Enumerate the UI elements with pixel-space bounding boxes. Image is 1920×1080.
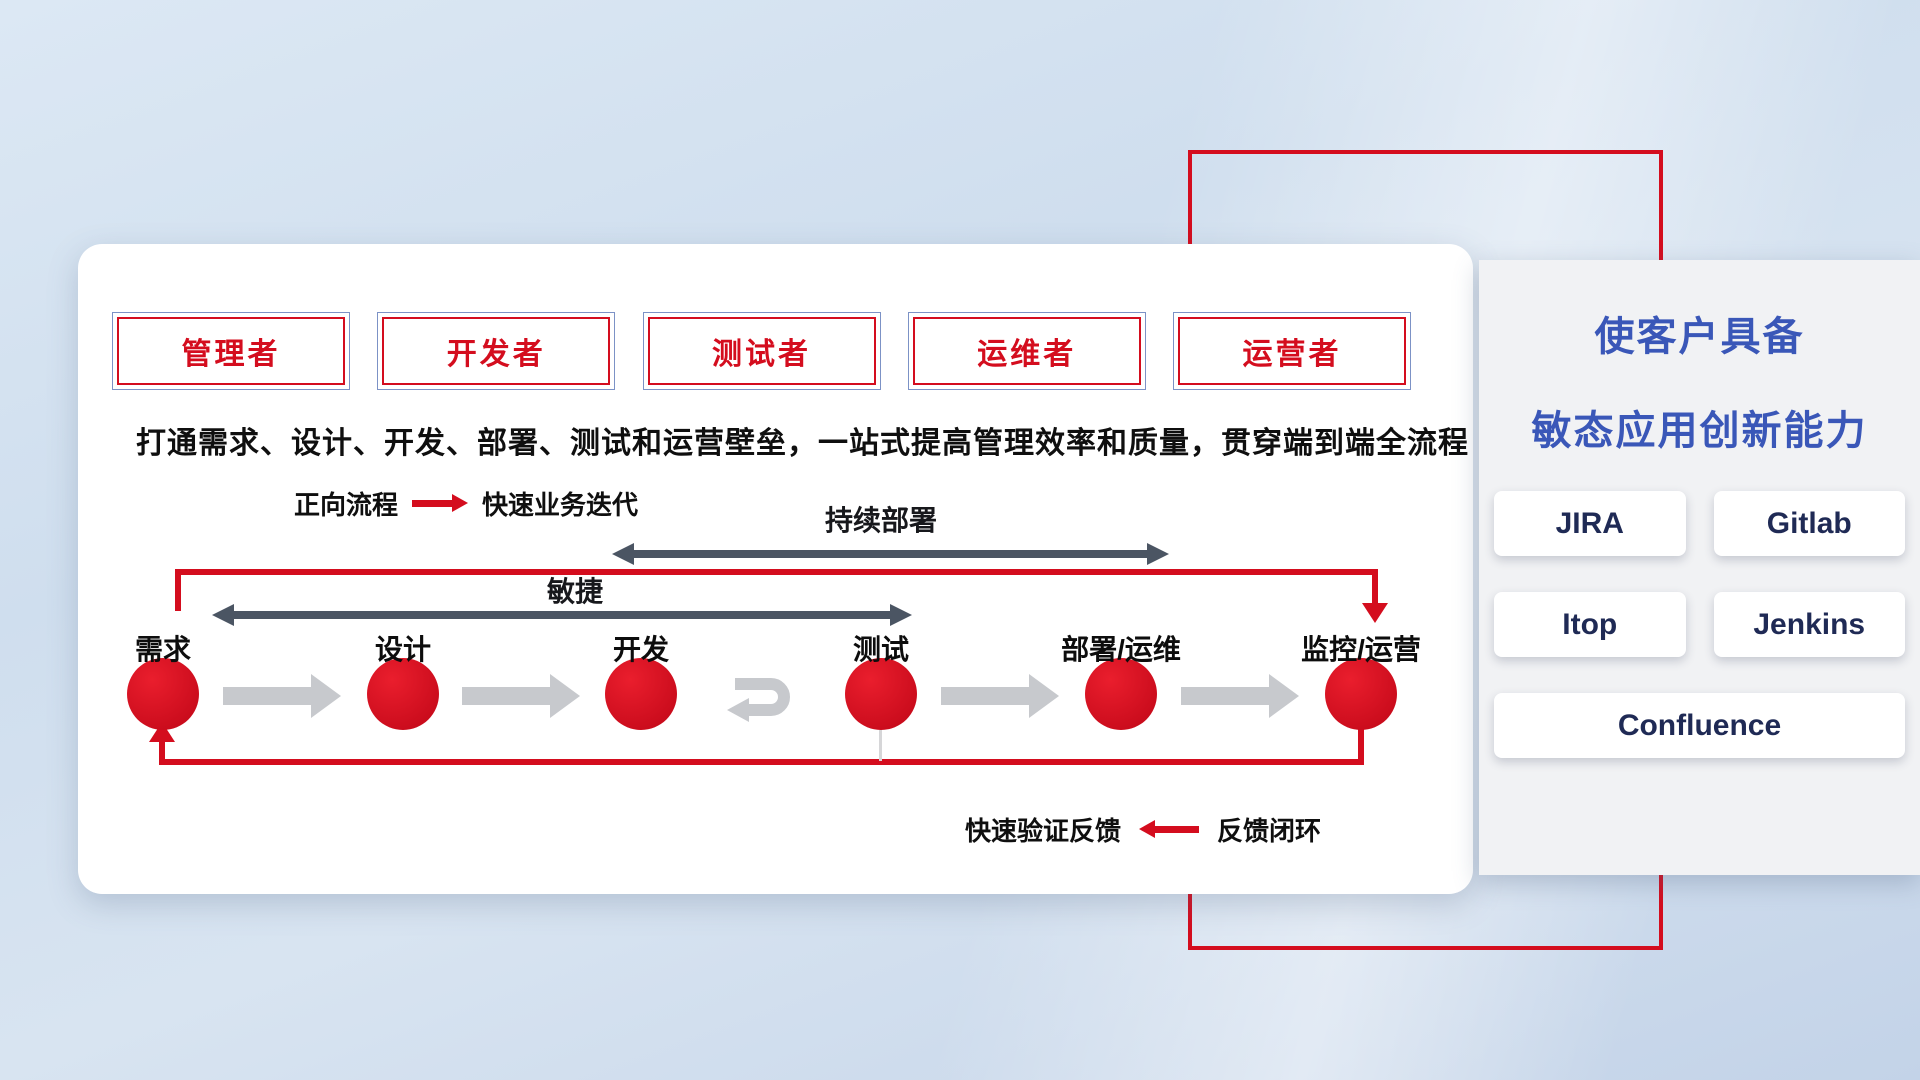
role-box-manager: 管理者: [112, 312, 350, 390]
arrow-head-left-icon: [212, 604, 234, 626]
role-label-tester: 测试者: [647, 317, 876, 385]
role-label-developer: 开发者: [382, 317, 611, 385]
role-label-ops: 运维者: [912, 317, 1141, 385]
forward-line-top: [175, 569, 1378, 575]
tool-chip-itop: Itop: [1494, 592, 1686, 657]
forward-line-right: [1372, 569, 1378, 605]
continuous-deploy-arrow: [612, 542, 1169, 566]
stage-label-design: 设计: [374, 634, 431, 665]
tools-grid: JIRA Gitlab Itop Jenkins Confluence: [1494, 491, 1905, 758]
stage-node-development: [605, 658, 677, 730]
stage-arrow-icon: [1181, 674, 1299, 718]
feedback-legend-desc: 反馈闭环: [1217, 815, 1322, 846]
feedback-legend: 快速验证反馈 反馈闭环: [965, 812, 1321, 846]
role-label-operator: 运营者: [1178, 317, 1406, 385]
tool-chip-jenkins: Jenkins: [1713, 592, 1905, 657]
stage-label-requirements: 需求: [134, 634, 191, 665]
tool-chip-jira: JIRA: [1494, 491, 1686, 556]
feedback-line-left: [159, 742, 165, 765]
arrow-head-right-icon: [1147, 543, 1169, 565]
role-box-developer: 开发者: [377, 312, 616, 390]
forward-arrowhead-down-icon: [1362, 603, 1388, 623]
capability-title-line2: 敏态应用创新能力: [1531, 409, 1868, 453]
forward-arrow-icon: [412, 494, 469, 512]
agile-label: 敏捷: [546, 576, 603, 607]
feedback-line-right: [1358, 727, 1364, 765]
role-box-tester: 测试者: [642, 312, 881, 390]
role-box-ops: 运维者: [907, 312, 1146, 390]
stage-node-design: [367, 658, 439, 730]
tool-chip-gitlab: Gitlab: [1713, 491, 1905, 556]
stage-label-development: 开发: [612, 634, 669, 665]
feedback-arrow-icon: [1139, 820, 1200, 838]
arrow-head-right-icon: [890, 604, 912, 626]
stage-node-requirements: [127, 658, 199, 730]
tool-chip-confluence: Confluence: [1494, 693, 1905, 758]
forward-legend-label: 正向流程: [294, 489, 399, 520]
forward-flow-legend: 正向流程 快速业务迭代: [294, 486, 638, 520]
stage-arrow-icon: [462, 674, 580, 718]
roles-row: 管理者 开发者 测试者 运维者 运营者: [112, 312, 1411, 390]
role-box-operator: 运营者: [1173, 312, 1411, 390]
stage-label-monitor-operate: 监控/运营: [1301, 634, 1421, 665]
stage-node-testing: [845, 658, 917, 730]
stage-arrow-icon: [223, 674, 341, 718]
feedback-line-bottom: [162, 759, 1364, 765]
forward-legend-desc: 快速业务迭代: [482, 489, 639, 520]
forward-line-left: [175, 569, 181, 611]
devops-flow-panel: 管理者 开发者 测试者 运维者 运营者 打通需求、设计、开发、部署、测试和运营壁…: [78, 244, 1473, 894]
stage-label-deploy-ops: 部署/运维: [1061, 634, 1181, 665]
capability-title-line1: 使客户具备: [1594, 315, 1805, 359]
stage-label-testing: 测试: [852, 634, 909, 665]
agile-arrow: [212, 603, 912, 627]
arrow-head-left-icon: [612, 543, 634, 565]
flow-description: 打通需求、设计、开发、部署、测试和运营壁垒，一站式提高管理效率和质量，贯穿端到端…: [136, 427, 1469, 460]
stage-node-monitor-operate: [1325, 658, 1397, 730]
stage-arrow-icon: [941, 674, 1059, 718]
role-label-manager: 管理者: [117, 317, 345, 385]
stage-node-deploy-ops: [1085, 658, 1157, 730]
feedback-legend-label: 快速验证反馈: [965, 815, 1122, 846]
continuous-deploy-label: 持续部署: [824, 505, 937, 536]
capability-panel: 使客户具备 敏态应用创新能力 JIRA Gitlab Itop Jenkins …: [1479, 260, 1920, 875]
tester-feedback-connector: [879, 730, 882, 761]
iteration-loop-icon: [727, 678, 790, 722]
